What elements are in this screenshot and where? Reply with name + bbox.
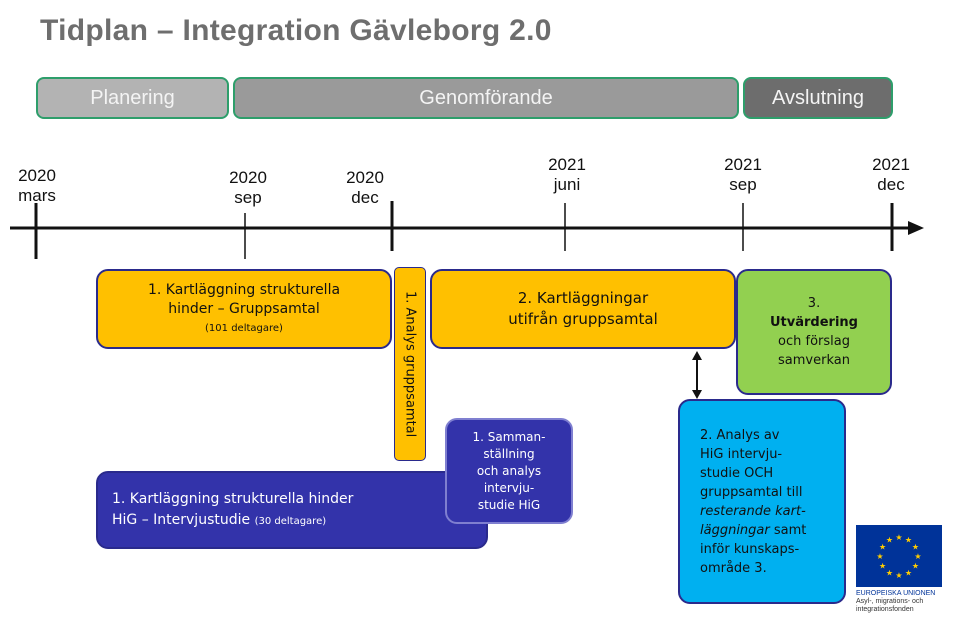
activity-text-italic: läggningar	[700, 522, 770, 538]
eu-logo-text: integrationsfonden	[856, 606, 914, 613]
activity-kartlaggning-intervjustudie: 1. Kartläggning strukturella hinder HiG …	[96, 471, 488, 549]
activity-text-italic: resterande kart-	[700, 503, 806, 519]
double-arrow-connector	[692, 351, 702, 399]
tick-2020-mars: 2020 mars	[0, 166, 77, 206]
eu-star-icon: ★	[886, 568, 893, 577]
phase-label: Avslutning	[772, 86, 864, 109]
activity-text: och analys	[476, 463, 542, 478]
eu-star-icon: ★	[879, 562, 886, 571]
activity-text: och förslag	[778, 334, 850, 349]
activity-text: 1. Kartläggning strukturella hinder	[112, 490, 354, 507]
activity-text: 3.	[807, 296, 821, 311]
activity-text: utifrån gruppsamtal	[508, 310, 658, 328]
activity-text: 2. Analys av	[700, 427, 780, 443]
tick-2021-sep: 2021 sep	[703, 155, 783, 195]
tick-period: dec	[351, 188, 379, 207]
tick-2020-sep: 2020 sep	[208, 168, 288, 208]
activity-text: 2. Kartläggningar	[517, 289, 649, 307]
tick-period: sep	[234, 188, 262, 207]
tick-year: 2020	[346, 168, 384, 187]
activity-text: samverkan	[778, 353, 850, 368]
eu-star-icon: ★	[879, 543, 886, 552]
tick-period: dec	[877, 175, 905, 194]
tick-year: 2021	[724, 155, 762, 174]
tick-period: juni	[553, 175, 581, 194]
tick-period: sep	[729, 175, 757, 194]
eu-star-icon: ★	[914, 552, 921, 561]
eu-logo: ★★★★★★★★★★★★ EUROPEISKA UNIONEN Asyl-, m…	[856, 525, 970, 614]
activity-sammanstallning-intervjustudie: 1. Samman- ställning och analys intervju…	[445, 418, 573, 524]
activity-analys-gruppsamtal: 1. Analys gruppsamtal	[394, 267, 426, 461]
tick-2021-juni: 2021 juni	[527, 155, 607, 195]
eu-flag-icon: ★★★★★★★★★★★★	[856, 525, 942, 587]
activity-text: gruppsamtal till	[700, 484, 803, 500]
tick-year: 2021	[548, 155, 586, 174]
eu-star-icon: ★	[912, 562, 919, 571]
eu-star-icon: ★	[912, 543, 919, 552]
eu-star-icon: ★	[876, 552, 883, 561]
tick-year: 2020	[229, 168, 267, 187]
activity-text: intervju-	[483, 480, 535, 495]
phase-label: Genomförande	[419, 86, 553, 109]
activity-text: HiG intervju-	[700, 446, 783, 462]
activity-text: studie OCH	[700, 465, 774, 481]
activity-note: (101 deltagare)	[205, 322, 283, 334]
page-title: Tidplan – Integration Gävleborg 2.0	[40, 14, 552, 47]
phase-label: Planering	[90, 86, 175, 109]
eu-star-icon: ★	[905, 568, 912, 577]
eu-logo-text: Asyl-, migrations- och	[856, 598, 924, 605]
activity-text-vertical: 1. Analys gruppsamtal	[402, 290, 418, 438]
activity-text: studie HiG	[477, 497, 541, 512]
activity-text: 1. Kartläggning strukturella	[147, 281, 341, 298]
activity-text: hinder – Gruppsamtal	[168, 300, 320, 317]
activity-text: ställning	[483, 446, 535, 461]
activity-text: HiG – Intervjustudie	[112, 511, 251, 528]
eu-star-icon: ★	[886, 536, 893, 545]
phase-genomforande: Genomförande	[233, 77, 739, 119]
activity-utvardering: 3. Utvärdering och förslag samverkan	[736, 269, 892, 395]
phase-avslutning: Avslutning	[743, 77, 893, 119]
activity-text: 1. Samman-	[472, 429, 546, 444]
activity-text: område 3.	[700, 560, 767, 576]
phase-planering: Planering	[36, 77, 229, 119]
activity-text-row: läggningar samt	[700, 521, 806, 540]
eu-logo-text: EUROPEISKA UNIONEN	[856, 590, 936, 597]
activity-text: inför kunskaps-	[700, 541, 800, 557]
timeline-axis	[10, 201, 924, 259]
eu-star-icon: ★	[905, 536, 912, 545]
activity-note: (30 deltagare)	[254, 515, 327, 527]
activity-kartlaggningar-gruppsamtal: 2. Kartläggningar utifrån gruppsamtal	[430, 269, 736, 349]
tick-2021-dec: 2021 dec	[851, 155, 931, 195]
activity-kartlaggning-gruppsamtal: 1. Kartläggning strukturella hinder – Gr…	[96, 269, 392, 349]
eu-star-icon: ★	[895, 533, 902, 542]
activity-text-bold: Utvärdering	[770, 315, 858, 330]
tick-period: mars	[18, 186, 56, 205]
tick-2020-dec: 2020 dec	[325, 168, 405, 208]
eu-star-icon: ★	[895, 571, 902, 580]
activity-text: samt	[769, 522, 807, 538]
tick-year: 2021	[872, 155, 910, 174]
tick-year: 2020	[18, 166, 56, 185]
activity-text-row: HiG – Intervjustudie (30 deltagare)	[112, 510, 326, 532]
activity-analys-hig: 2. Analys av HiG intervju- studie OCH gr…	[678, 399, 846, 604]
